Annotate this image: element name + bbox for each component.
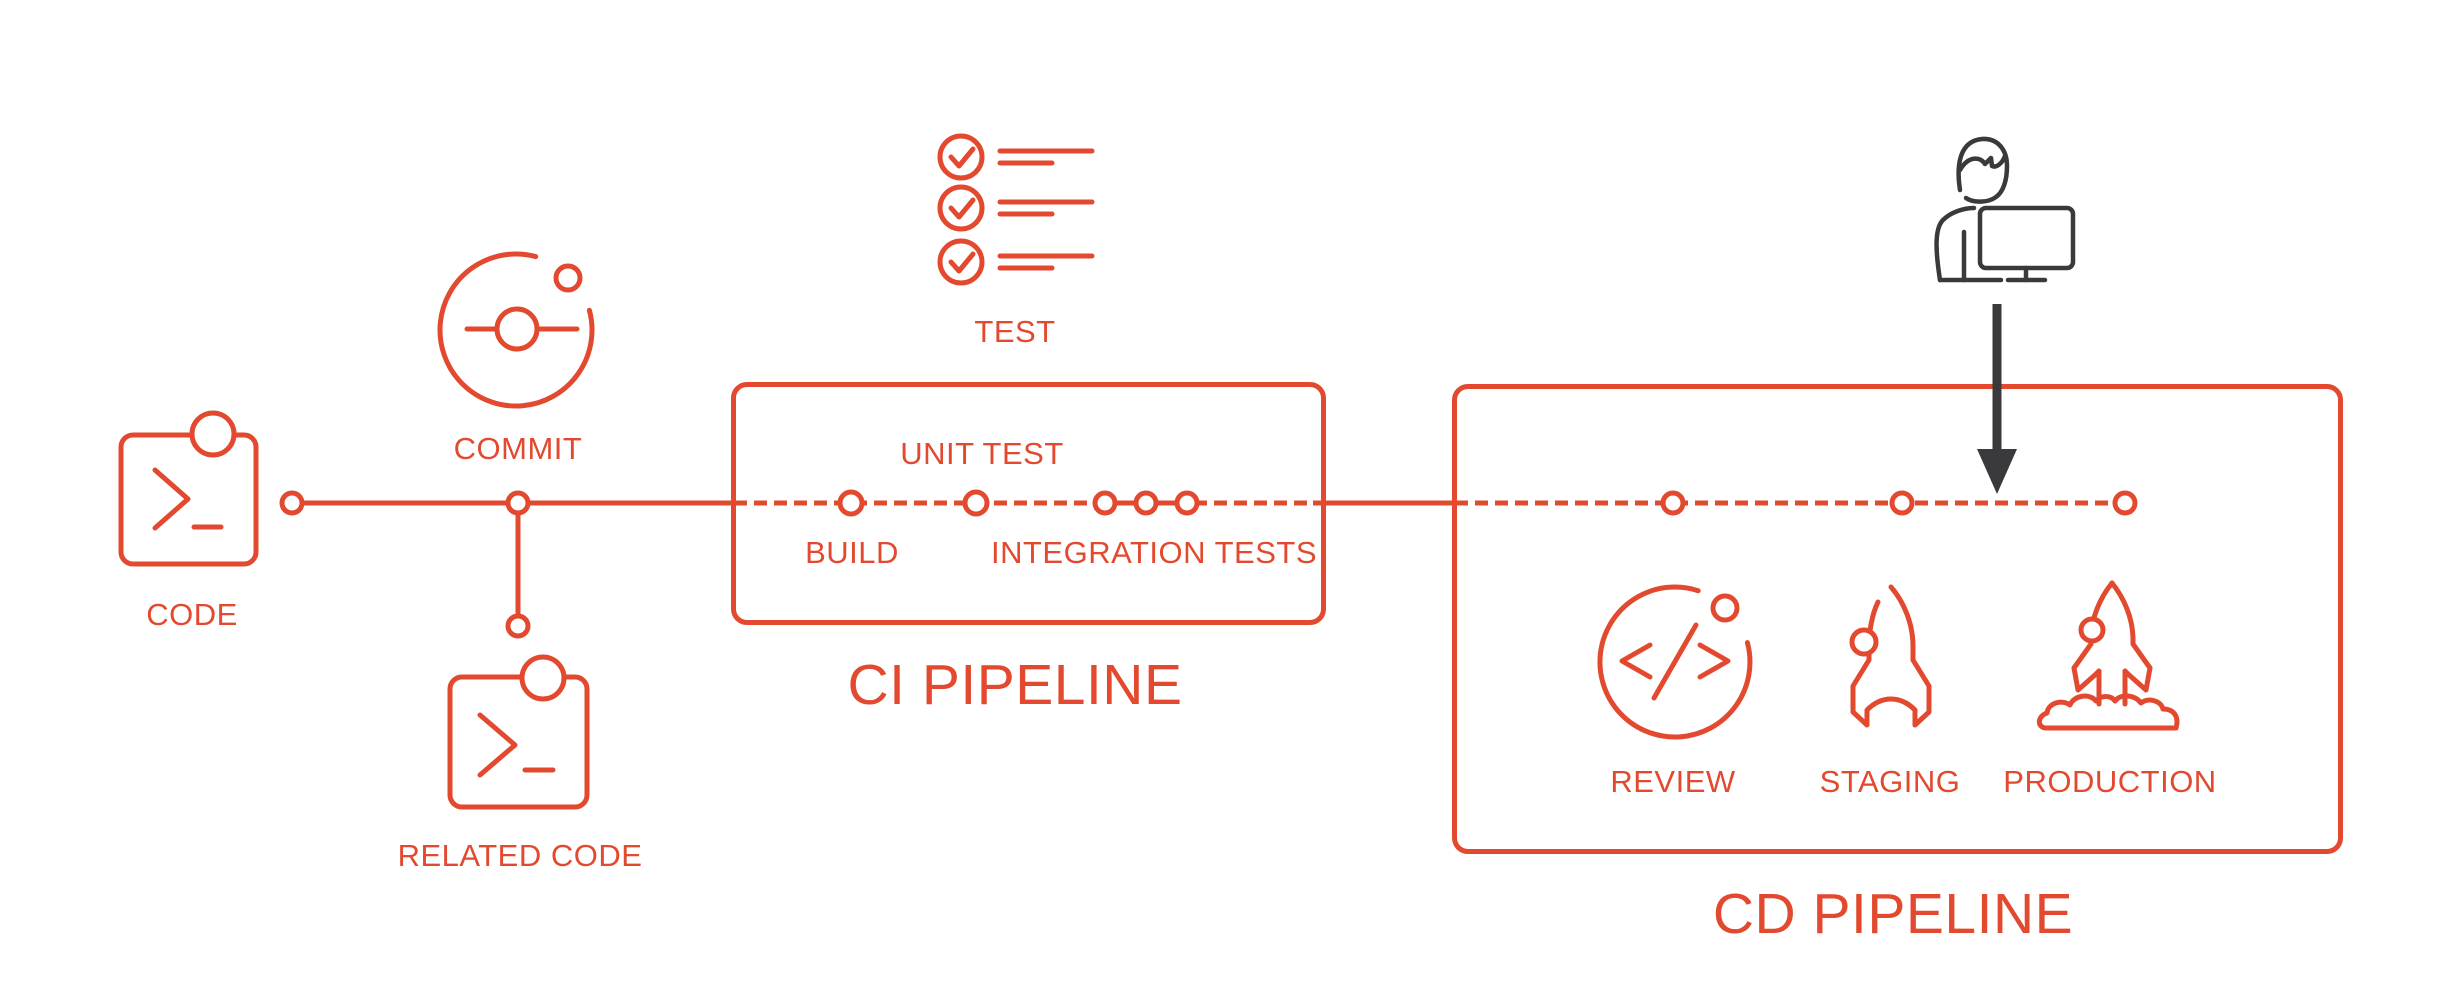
review-label: REVIEW [1610, 764, 1736, 799]
node-integration-1 [1092, 490, 1118, 516]
code-label: CODE [146, 597, 238, 632]
cd-pipeline-box [1452, 384, 2343, 854]
related-code-label: RELATED CODE [397, 838, 643, 873]
node-build [837, 489, 865, 517]
down-arrow-icon [1977, 304, 2017, 494]
test-label: TEST [974, 314, 1056, 349]
code-terminal-icon [118, 410, 259, 567]
staging-rocket-icon [1849, 584, 1932, 728]
node-commit [505, 490, 531, 516]
ci-pipeline-title: CI PIPELINE [847, 653, 1183, 717]
cd-pipeline-title: CD PIPELINE [1712, 882, 2074, 946]
integration-tests-label: INTEGRATION TESTS [991, 535, 1317, 570]
node-production [2112, 490, 2138, 516]
node-integration-3 [1174, 490, 1200, 516]
production-rocket-launch-icon [2036, 580, 2180, 731]
staging-label: STAGING [1819, 764, 1961, 799]
test-checklist-icon [937, 133, 1095, 286]
node-unit-test [962, 489, 990, 517]
commit-label: COMMIT [453, 431, 583, 466]
production-label: PRODUCTION [2003, 764, 2217, 799]
node-staging [1889, 490, 1915, 516]
developer-at-computer-icon [1934, 136, 2076, 283]
node-review [1660, 490, 1686, 516]
node-integration-2 [1133, 490, 1159, 516]
git-commit-icon [437, 251, 595, 409]
related-code-terminal-icon [447, 654, 590, 810]
unit-test-label: UNIT TEST [900, 436, 1064, 471]
node-start [279, 490, 305, 516]
node-branch-end [505, 613, 531, 639]
build-label: BUILD [805, 535, 899, 570]
code-review-icon [1597, 584, 1753, 740]
